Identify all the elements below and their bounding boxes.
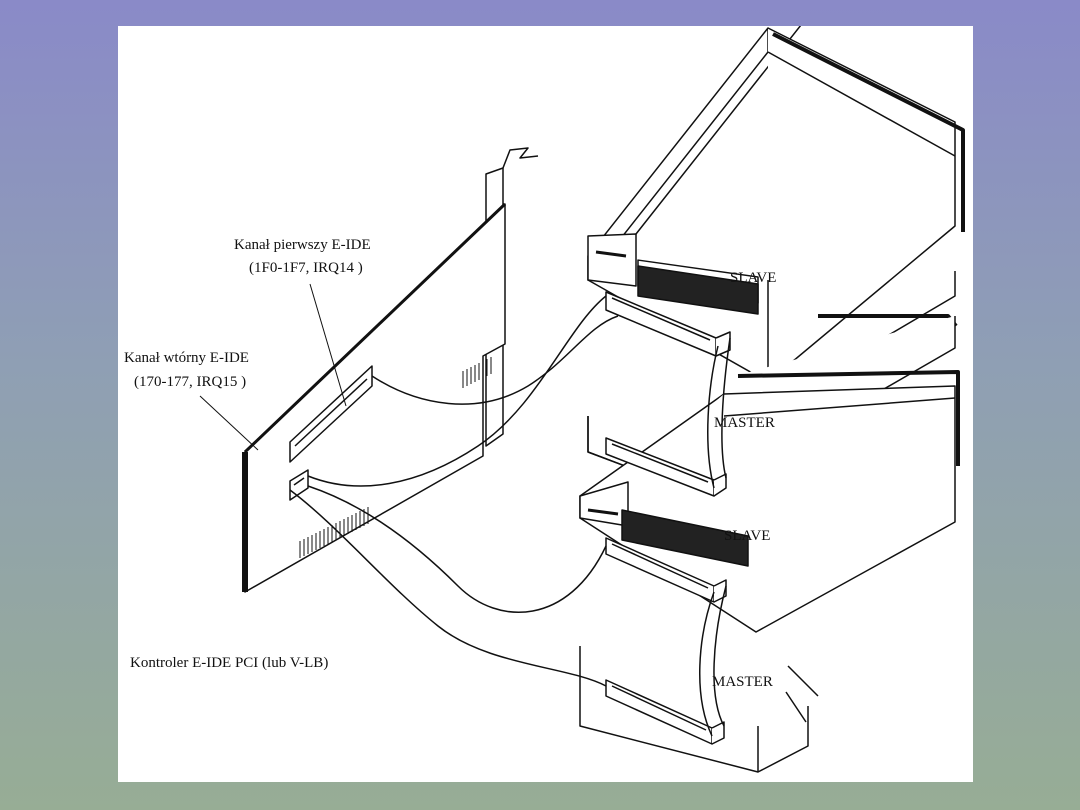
drive-connector-bottom-master: [605, 679, 725, 745]
label-slave-top: SLAVE: [730, 270, 776, 286]
drive-top-slave: [587, 26, 965, 383]
card-connector-primary: [289, 365, 373, 463]
label-channel2-line2: (170-177, IRQ15 ): [134, 374, 246, 390]
edge-contacts: [299, 357, 492, 558]
label-master-bottom: MASTER: [712, 674, 773, 690]
ide-cabling-diagram: Kanał pierwszy E-IDE (1F0-1F7, IRQ14 ) K…: [124, 26, 965, 773]
label-channel1-line1: Kanał pierwszy E-IDE: [234, 237, 371, 253]
ribbon-cable-secondary: [289, 485, 727, 737]
drive-connector-top-master: [605, 437, 727, 497]
label-controller: Kontroler E-IDE PCI (lub V-LB): [130, 655, 328, 671]
pointer-channel2: [199, 395, 259, 451]
label-master-top: MASTER: [714, 415, 775, 431]
diagram-panel: Kanał pierwszy E-IDE (1F0-1F7, IRQ14 ) K…: [118, 26, 973, 782]
label-channel1-line2: (1F0-1F7, IRQ14 ): [249, 260, 363, 276]
ribbon-cable-primary: [307, 295, 731, 489]
label-slave-bottom: SLAVE: [724, 528, 770, 544]
label-channel2-line1: Kanał wtórny E-IDE: [124, 350, 249, 366]
drive-bottom-master: [579, 646, 819, 773]
pointer-channel1: [309, 283, 347, 407]
controller-card: [242, 147, 539, 593]
